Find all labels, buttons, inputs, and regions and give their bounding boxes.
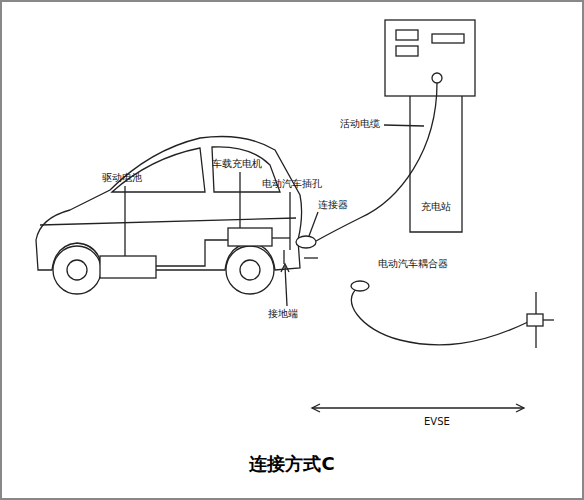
- part-label: 接地端: [268, 308, 298, 320]
- part-label: 电动汽车插孔: [262, 178, 322, 190]
- plug-symbol: [527, 314, 543, 326]
- leader-line: [285, 266, 287, 306]
- part-label: 驱动电池: [102, 172, 142, 184]
- part-label: 电动汽车耦合器: [378, 258, 448, 270]
- leader-line: [384, 125, 424, 126]
- station-panel: [396, 46, 418, 56]
- coupler-plug: [351, 281, 369, 291]
- leader-line: [309, 212, 318, 236]
- cable: [351, 288, 528, 345]
- leader-line: [124, 186, 125, 256]
- arrow-head: [312, 404, 320, 412]
- plug-symbol: [543, 319, 554, 320]
- part-label: 车载充电机: [212, 158, 262, 170]
- ground-wire: [283, 250, 284, 264]
- car-line: [40, 218, 296, 225]
- part-label: 连接器: [318, 199, 348, 211]
- wheel: [53, 246, 101, 294]
- connector: [296, 236, 316, 248]
- part-label: 活动电缆: [340, 118, 380, 130]
- arrow-head: [281, 264, 289, 272]
- cable: [316, 83, 437, 241]
- cable-socket: [432, 73, 442, 83]
- wire: [272, 237, 290, 238]
- wheel: [226, 246, 274, 294]
- wire: [156, 240, 228, 266]
- station-panel: [396, 30, 418, 40]
- station-head: [385, 20, 475, 96]
- car-window: [112, 148, 205, 192]
- inlet: [289, 232, 290, 250]
- arrow-head: [516, 404, 524, 412]
- inlet-tab: [304, 257, 318, 258]
- station-label: 充电站: [410, 200, 462, 214]
- station-panel: [432, 34, 464, 43]
- part-label: EVSE: [424, 416, 450, 428]
- wheel-hub: [240, 260, 260, 280]
- leader-line: [239, 172, 240, 228]
- node-text: 充电站: [410, 200, 462, 214]
- wheel-hub: [67, 260, 87, 280]
- caption: 连接方式C: [249, 452, 334, 476]
- span-line: [312, 407, 524, 408]
- battery-box: [100, 256, 156, 278]
- charger-box: [228, 228, 272, 246]
- station-pillar: [410, 96, 462, 232]
- car-body: [36, 137, 302, 271]
- leader-line: [289, 192, 290, 232]
